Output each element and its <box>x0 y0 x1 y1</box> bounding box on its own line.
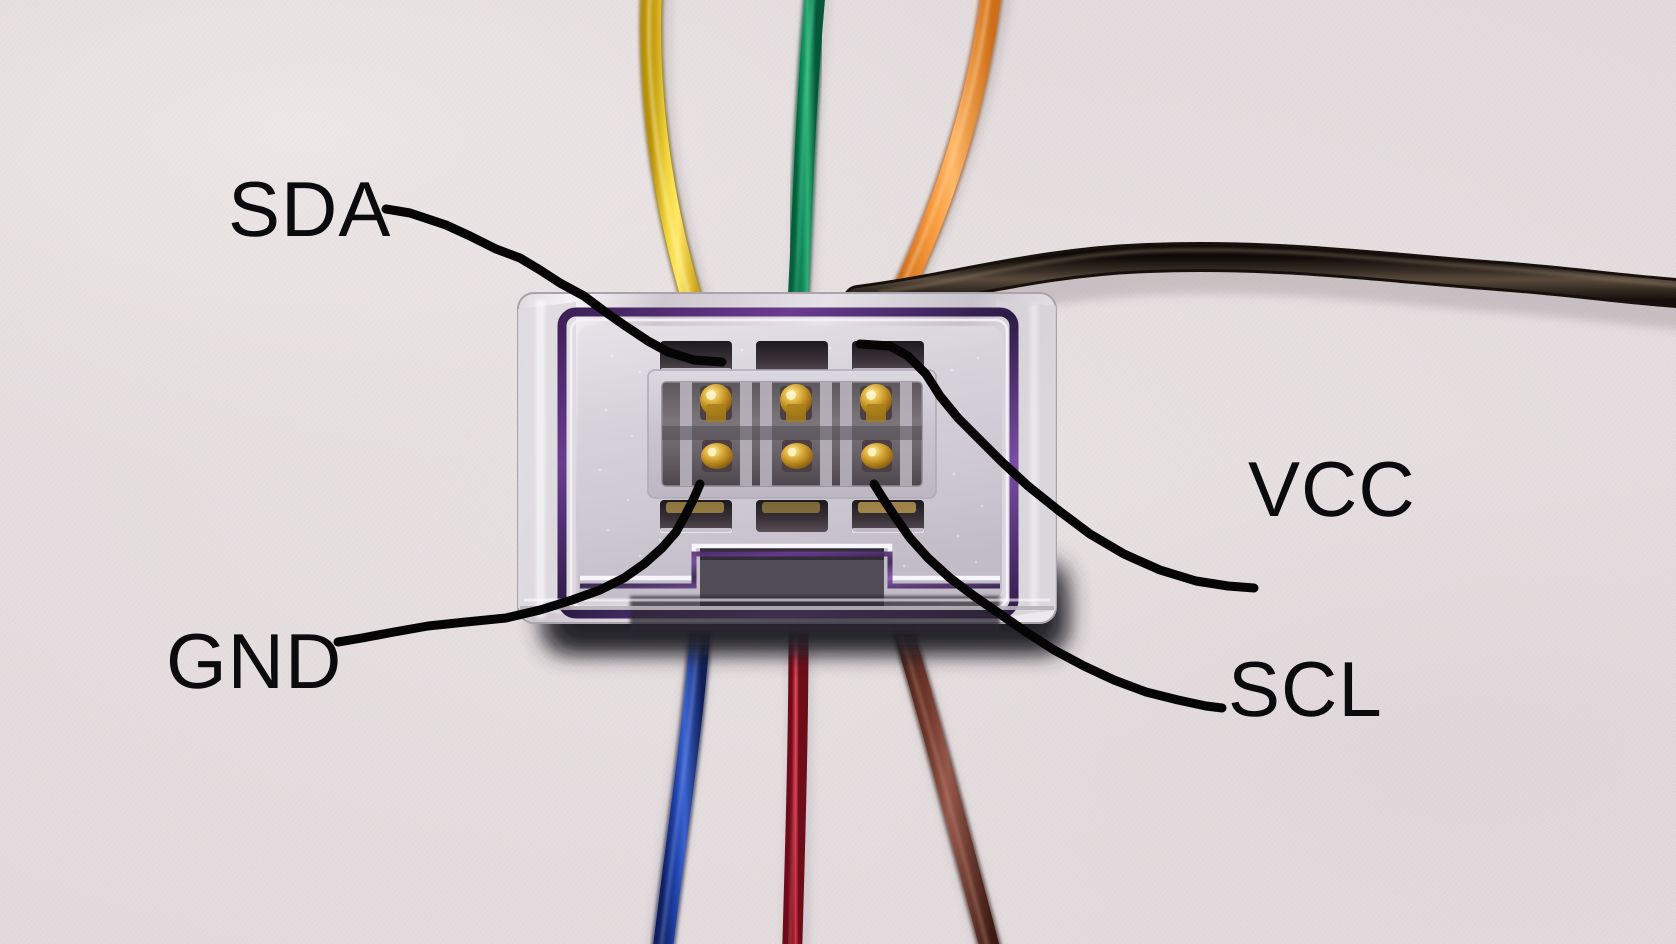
leader-line-gnd <box>333 479 705 647</box>
pin-label-vcc: VCC <box>1248 445 1416 533</box>
pin-bottom-center <box>781 440 813 472</box>
leader-line-vcc <box>855 339 1259 593</box>
pin-label-gnd: GND <box>166 617 343 705</box>
pin-label-scl: SCL <box>1228 645 1383 733</box>
pin-bottom-left <box>701 440 733 472</box>
connector-lower-slots <box>660 500 924 533</box>
green-wire <box>784 0 827 342</box>
connector-shell-bottom-lip <box>520 598 1054 610</box>
orange-wire <box>890 0 1003 304</box>
pin-top-right <box>860 384 892 422</box>
yellow-wire <box>639 0 712 338</box>
connector-bottom-notch <box>580 543 1000 632</box>
leader-line-sda <box>381 204 727 367</box>
pin-top-left <box>700 384 732 422</box>
pin-top-center <box>780 384 812 422</box>
pin-bottom-right <box>861 440 893 472</box>
connector-pins <box>700 384 893 472</box>
pin-label-sda: SDA <box>228 165 392 253</box>
leader-line-scl <box>869 479 1227 713</box>
